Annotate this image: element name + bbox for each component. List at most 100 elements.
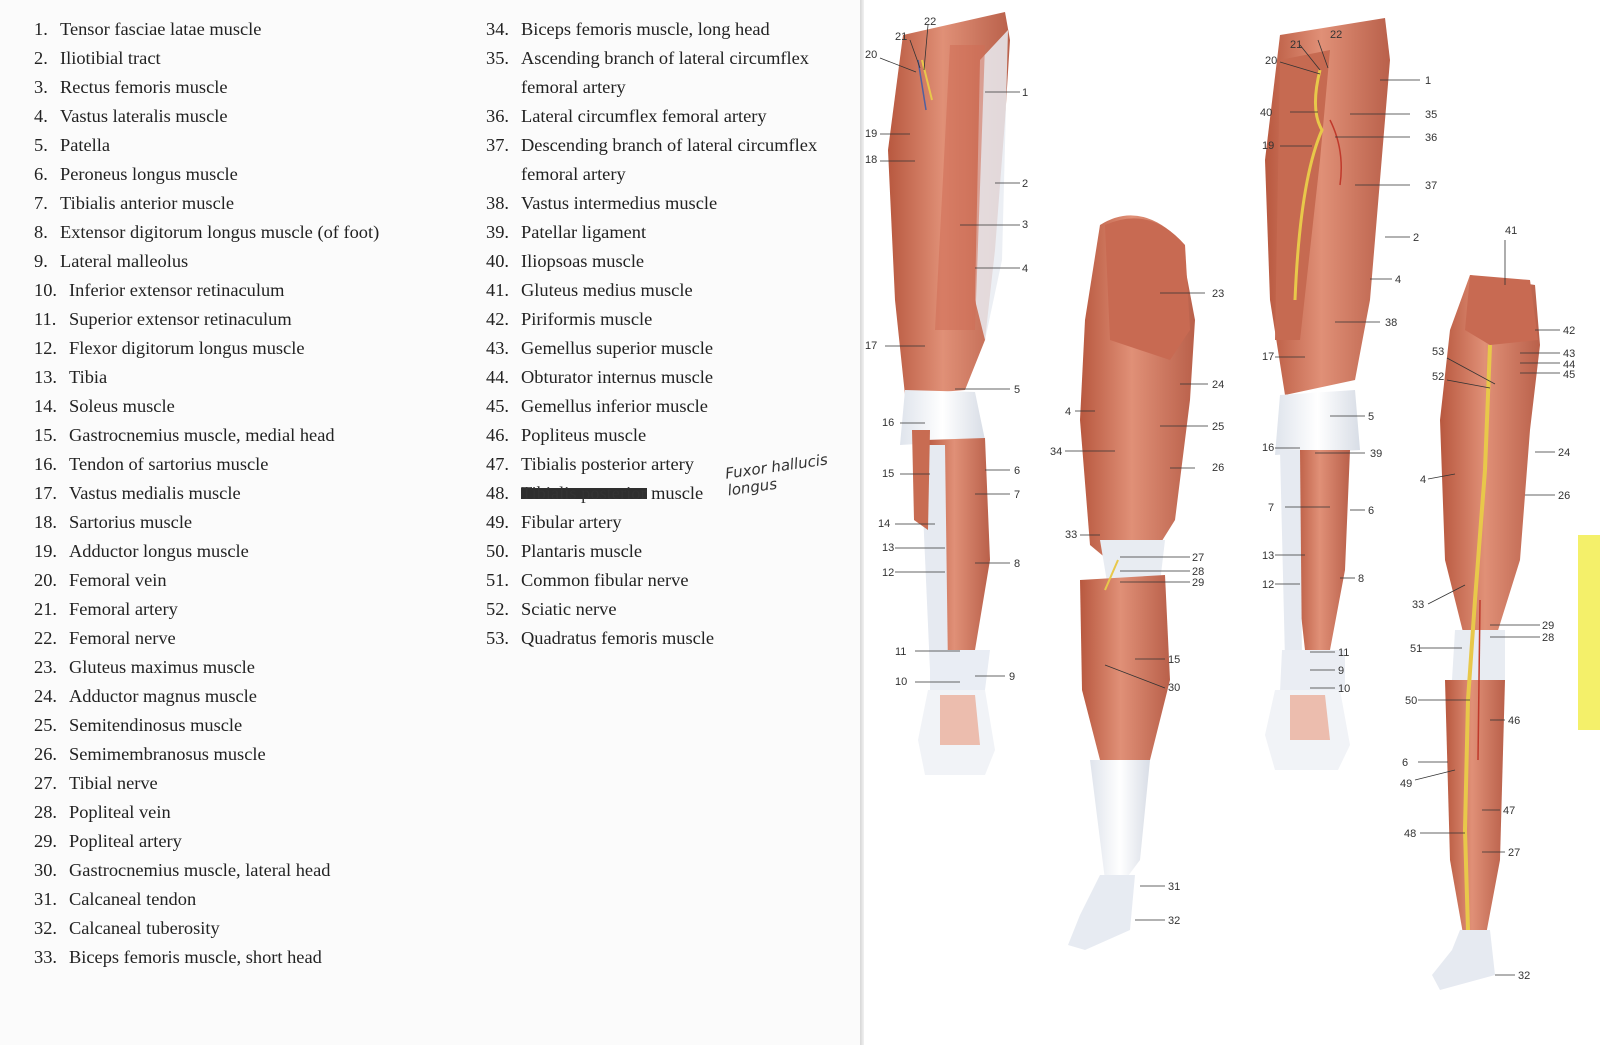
figure-label-9: 9: [1338, 665, 1344, 677]
legend-label: Vastus medialis muscle: [69, 483, 241, 503]
legend-label: Peroneus longus muscle: [60, 164, 238, 184]
figure-label-38: 38: [1385, 317, 1397, 329]
legend-number: 23.: [34, 657, 57, 677]
figure-label-15: 15: [1168, 654, 1180, 666]
figure-label-41: 41: [1505, 225, 1517, 237]
legend-item: 24.Adductor magnus muscle: [34, 682, 454, 711]
legend-label: Ascending branch of lateral circumflex f…: [521, 48, 809, 97]
legend-item: 25. Semitendinosus muscle: [34, 711, 454, 740]
legend-number: 33.: [34, 947, 57, 967]
figure-label-6: 6: [1014, 465, 1020, 477]
figure-label-13: 13: [1262, 550, 1274, 562]
figure-label-42: 42: [1563, 325, 1575, 337]
figure-label-19: 19: [1262, 140, 1274, 152]
legend-item: 41.Gluteus medius muscle: [486, 276, 856, 305]
legend-number: 6.: [34, 164, 48, 184]
legend-label: Femoral vein: [69, 570, 167, 590]
figure-label-14: 14: [878, 518, 890, 530]
legend-item: 44.Obturator internus muscle: [486, 363, 856, 392]
figure-label-7: 7: [1268, 502, 1274, 514]
figure-label-24: 24: [1212, 379, 1224, 391]
figure-label-44: 44: [1563, 359, 1575, 371]
legend-label: Calcaneal tendon: [69, 889, 197, 909]
legend-label: Gemellus superior muscle: [521, 338, 714, 358]
figure-label-46: 46: [1508, 715, 1520, 727]
legend-label: Popliteus muscle: [521, 425, 647, 445]
legend-number: 49.: [486, 512, 509, 532]
figure-label-12: 12: [1262, 579, 1274, 591]
figure-label-33: 33: [1065, 529, 1077, 541]
legend-label: Femoral artery: [69, 599, 178, 619]
legend-item: 20.Femoral vein: [34, 566, 454, 595]
legend-item: 32.Calcaneal tuberosity: [34, 914, 454, 943]
legend-item: 9.Lateral malleolus: [34, 247, 454, 276]
figure-label-17: 17: [865, 340, 877, 352]
legend-item: 13.Tibia: [34, 363, 454, 392]
legend-item: 16.Tendon of sartorius muscle: [34, 450, 454, 479]
legend-label: Gluteus maximus muscle: [69, 657, 255, 677]
legend-item: 17.Vastus medialis muscle: [34, 479, 454, 508]
figure-label-51: 51: [1410, 643, 1422, 655]
legend-number: 25.: [34, 715, 57, 735]
legend-number: 37.: [486, 135, 509, 155]
figure-label-1: 1: [1022, 87, 1028, 99]
legend-item: 8.Extensor digitorum longus muscle (of f…: [34, 218, 454, 247]
legend-item: 33.Biceps femoris muscle, short head: [34, 943, 454, 972]
legend-item: 51.Common fibular nerve: [486, 566, 856, 595]
legend-item: 5.Patella: [34, 131, 454, 160]
legend-label: Superior extensor retinaculum: [69, 309, 292, 329]
figure-label-4: 4: [1420, 474, 1426, 486]
figure-label-4: 4: [1065, 406, 1071, 418]
legend-item: 7.Tibialis anterior muscle: [34, 189, 454, 218]
legend-label: Iliotibial tract: [60, 48, 161, 68]
figure-label-22: 22: [1330, 29, 1342, 41]
legend-number: 2.: [34, 48, 48, 68]
legend-label: Tendon of sartorius muscle: [69, 454, 269, 474]
legend-label: Soleus muscle: [69, 396, 175, 416]
figure-label-49: 49: [1400, 778, 1412, 790]
legend-number: 22.: [34, 628, 57, 648]
leg-posterior: [1068, 215, 1195, 950]
legend-label: Inferior extensor retinaculum: [69, 280, 285, 300]
legend-label: Semimembranosus muscle: [69, 744, 266, 764]
figure-label-16: 16: [882, 417, 894, 429]
figure-label-16: 16: [1262, 442, 1274, 454]
legend-label: Biceps femoris muscle, long head: [521, 19, 770, 39]
label-leaders: [879, 24, 1560, 976]
figure-label-20: 20: [865, 49, 877, 61]
leg-anterior: [888, 12, 1010, 775]
legend-number: 27.: [34, 773, 57, 793]
legend-number: 5.: [34, 135, 48, 155]
legend-label: Tibialis posterior: [521, 483, 647, 503]
legend-label: Fibular artery: [521, 512, 622, 532]
legend-item: 49. Fibular artery: [486, 508, 856, 537]
legend-number: 14.: [34, 396, 57, 416]
legend-item: 15.Gastrocnemius muscle, medial head: [34, 421, 454, 450]
legend-item: 29.Popliteal artery: [34, 827, 454, 856]
legend-number: 50.: [486, 541, 509, 561]
figure-label-32: 32: [1168, 915, 1180, 927]
figure-label-26: 26: [1558, 490, 1570, 502]
legend-number: 48.: [486, 483, 509, 503]
legend-label: Sciatic nerve: [521, 599, 617, 619]
legend-number: 12.: [34, 338, 57, 358]
legend-item: 28.Popliteal vein: [34, 798, 454, 827]
legend-number: 46.: [486, 425, 509, 445]
legend-number: 38.: [486, 193, 509, 213]
figure-label-36: 36: [1425, 132, 1437, 144]
figure-label-29: 29: [1192, 577, 1204, 589]
legend-label: Semitendinosus muscle: [69, 715, 243, 735]
figure-label-1: 1: [1425, 75, 1431, 87]
legend-label: Piriformis muscle: [521, 309, 653, 329]
legend-item: 42.Piriformis muscle: [486, 305, 856, 334]
legend-label: Plantaris muscle: [521, 541, 643, 561]
figure-label-23: 23: [1212, 288, 1224, 300]
legend-number: 47.: [486, 454, 509, 474]
legend-label: Patellar ligament: [521, 222, 647, 242]
legend-number: 39.: [486, 222, 509, 242]
legend-item: 30.Gastrocnemius muscle, lateral head: [34, 856, 454, 885]
figure-label-24: 24: [1558, 447, 1570, 459]
legend-number: 13.: [34, 367, 57, 387]
